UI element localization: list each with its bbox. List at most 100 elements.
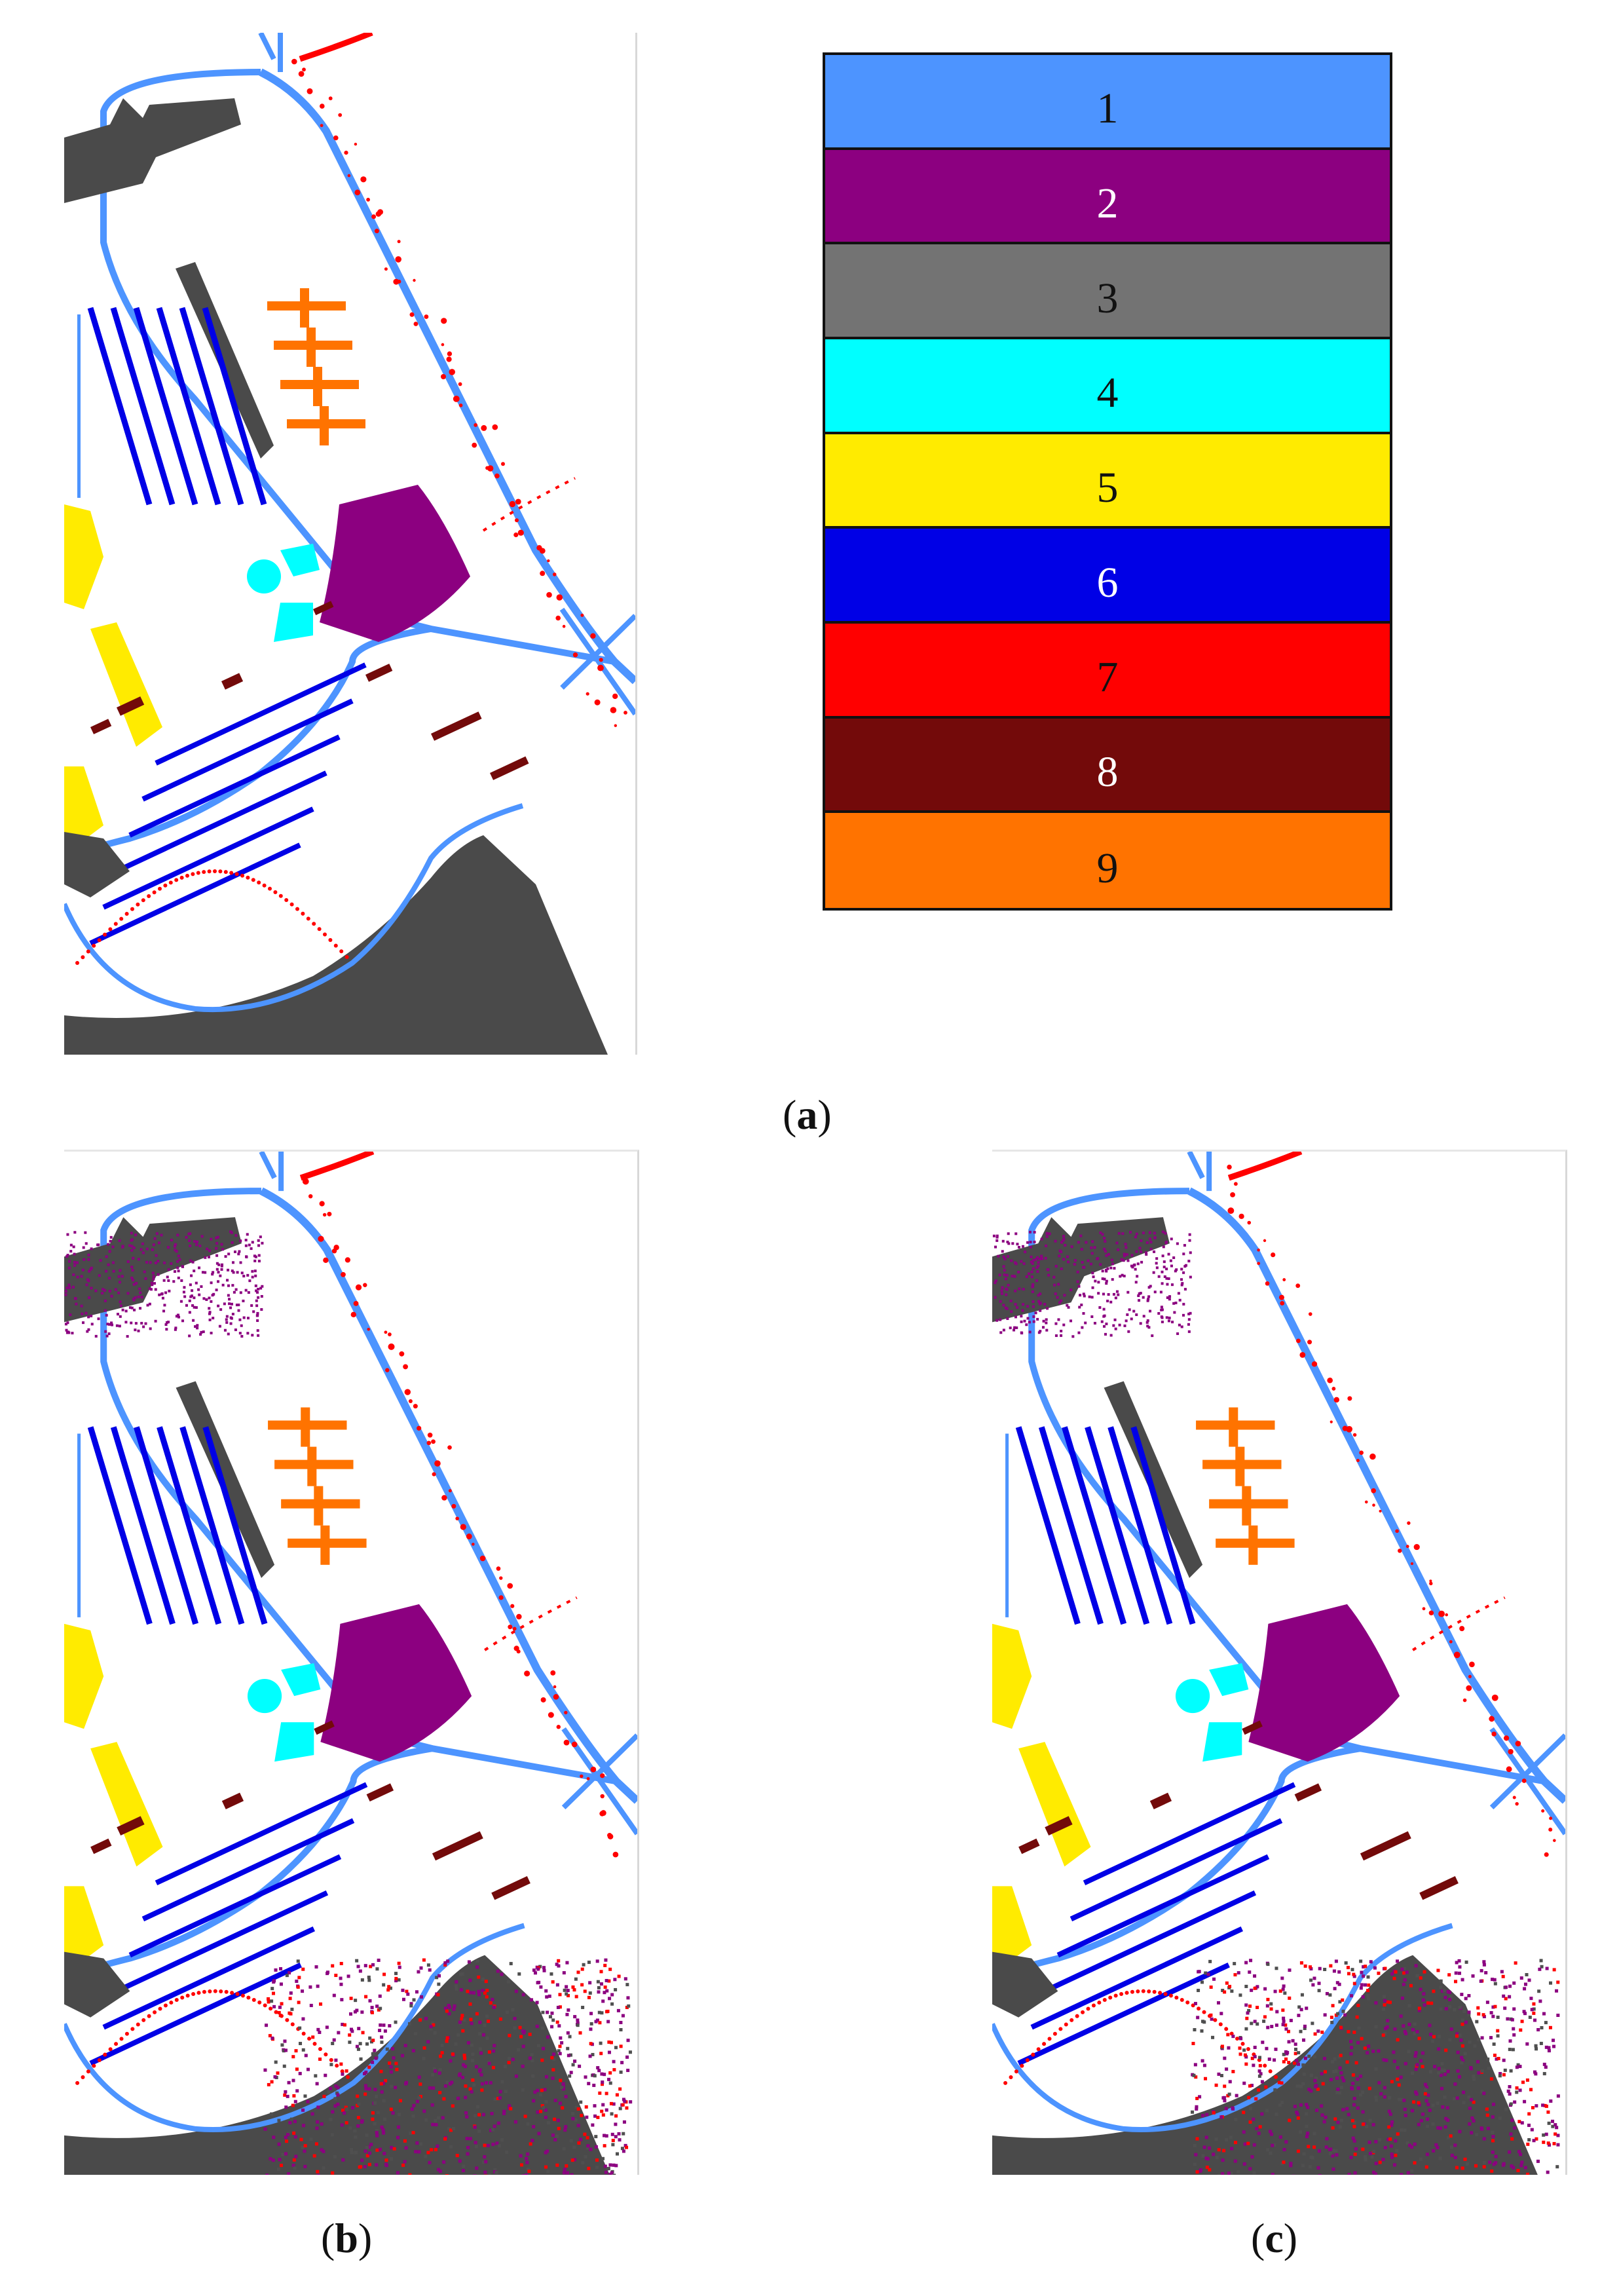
noise-pixel: [1510, 2118, 1514, 2122]
noise-pixel: [1556, 1980, 1560, 1984]
noise-pixel: [1351, 2073, 1355, 2077]
noise-pixel: [1491, 2135, 1495, 2139]
noise-pixel: [1153, 1250, 1156, 1253]
noise-pixel: [1467, 2012, 1471, 2016]
red-tree-dot: [1070, 2018, 1074, 2022]
noise-pixel: [1448, 2004, 1452, 2008]
red-tree-dot: [498, 1595, 504, 1600]
noise-pixel: [1396, 2132, 1400, 2136]
noise-pixel: [555, 1963, 559, 1967]
noise-pixel: [1168, 1295, 1172, 1298]
noise-pixel: [1145, 1321, 1149, 1324]
noise-pixel: [567, 2054, 570, 2058]
noise-pixel: [612, 2060, 616, 2063]
parking-row-south: [1043, 1890, 1257, 1994]
noise-pixel: [108, 1323, 111, 1326]
noise-pixel: [1510, 2018, 1514, 2022]
noise-pixel: [1515, 2065, 1519, 2069]
noise-pixel: [210, 1331, 213, 1334]
noise-pixel: [130, 1276, 134, 1279]
noise-pixel: [539, 1985, 543, 1989]
noise-pixel: [1542, 2133, 1546, 2137]
noise-pixel: [1349, 2039, 1353, 2043]
noise-pixel: [341, 2158, 345, 2162]
noise-pixel: [1356, 2077, 1360, 2081]
noise-pixel: [1426, 2124, 1430, 2128]
brown-segment: [491, 1876, 530, 1900]
noise-pixel: [1250, 1988, 1254, 1992]
noise-pixel: [398, 2099, 402, 2103]
red-tree-dot: [550, 1670, 556, 1676]
noise-pixel: [1283, 1991, 1287, 1995]
noise-pixel: [470, 2022, 474, 2025]
red-tree-dot: [360, 176, 367, 183]
noise-pixel: [382, 2151, 386, 2155]
noise-pixel: [291, 2103, 295, 2107]
noise-pixel: [1062, 1323, 1066, 1327]
noise-pixel: [587, 2082, 591, 2086]
noise-pixel: [1084, 1321, 1087, 1325]
noise-pixel: [1356, 2106, 1360, 2110]
noise-pixel: [1164, 1232, 1167, 1235]
noise-pixel: [544, 2151, 548, 2155]
noise-pixel: [1338, 2125, 1342, 2129]
noise-pixel: [530, 2059, 534, 2063]
noise-pixel: [1187, 1318, 1191, 1321]
noise-pixel: [1477, 2071, 1481, 2075]
noise-pixel: [358, 2042, 362, 2046]
noise-pixel: [1278, 1989, 1282, 1993]
road-north: [259, 1152, 284, 1192]
noise-pixel: [1464, 2020, 1468, 2024]
red-tree-dot: [524, 1670, 530, 1677]
noise-pixel: [223, 1302, 226, 1306]
noise-pixel: [105, 1270, 108, 1273]
noise-pixel: [137, 1258, 140, 1261]
noise-pixel: [103, 1309, 107, 1312]
noise-pixel: [614, 2046, 618, 2050]
noise-pixel: [1338, 2091, 1342, 2095]
noise-pixel: [1313, 2032, 1317, 2036]
noise-pixel: [1442, 1989, 1446, 1993]
red-tree-dot: [1491, 1731, 1497, 1737]
red-tree-dot: [1233, 1182, 1238, 1186]
red-tree-dot: [341, 1271, 346, 1277]
noise-pixel: [1045, 1328, 1049, 1332]
noise-pixel: [1374, 2001, 1378, 2005]
noise-pixel: [1163, 1266, 1166, 1269]
noise-pixel: [511, 2058, 515, 2061]
red-tree-dot: [97, 2058, 102, 2062]
noise-pixel: [134, 1296, 137, 1299]
bare-soil-area: [64, 1955, 610, 2175]
noise-pixel: [1370, 2155, 1374, 2159]
caption-a: (a): [783, 1091, 832, 1138]
noise-pixel: [231, 1241, 234, 1244]
noise-pixel: [1063, 1294, 1066, 1297]
noise-pixel: [1405, 2141, 1409, 2145]
noise-pixel: [1180, 1278, 1183, 1281]
noise-pixel: [1253, 2045, 1257, 2049]
noise-pixel: [1250, 2155, 1254, 2159]
red-tree-dot: [202, 1989, 206, 1994]
noise-pixel: [384, 2158, 388, 2162]
red-tree-dot: [607, 1834, 614, 1839]
red-tree-dot: [375, 211, 381, 217]
noise-pixel: [1532, 2002, 1536, 2006]
noise-pixel: [276, 2167, 280, 2171]
noise-pixel: [1312, 2145, 1316, 2149]
noise-pixel: [343, 2023, 346, 2027]
noise-pixel: [293, 2120, 297, 2124]
noise-pixel: [445, 2039, 449, 2043]
noise-pixel: [505, 2150, 509, 2154]
noise-pixel: [1248, 2084, 1252, 2088]
noise-pixel: [1112, 1292, 1115, 1296]
noise-pixel: [227, 1284, 230, 1287]
noise-pixel: [1432, 2035, 1436, 2039]
red-tree-dot: [1227, 1164, 1232, 1170]
noise-pixel: [1235, 2094, 1238, 2098]
noise-pixel: [468, 2137, 472, 2141]
noise-pixel: [1214, 2083, 1218, 2087]
noise-pixel: [1437, 2047, 1441, 2051]
noise-pixel: [250, 1304, 253, 1308]
noise-pixel: [1221, 1989, 1225, 1993]
noise-pixel: [1397, 2083, 1401, 2087]
